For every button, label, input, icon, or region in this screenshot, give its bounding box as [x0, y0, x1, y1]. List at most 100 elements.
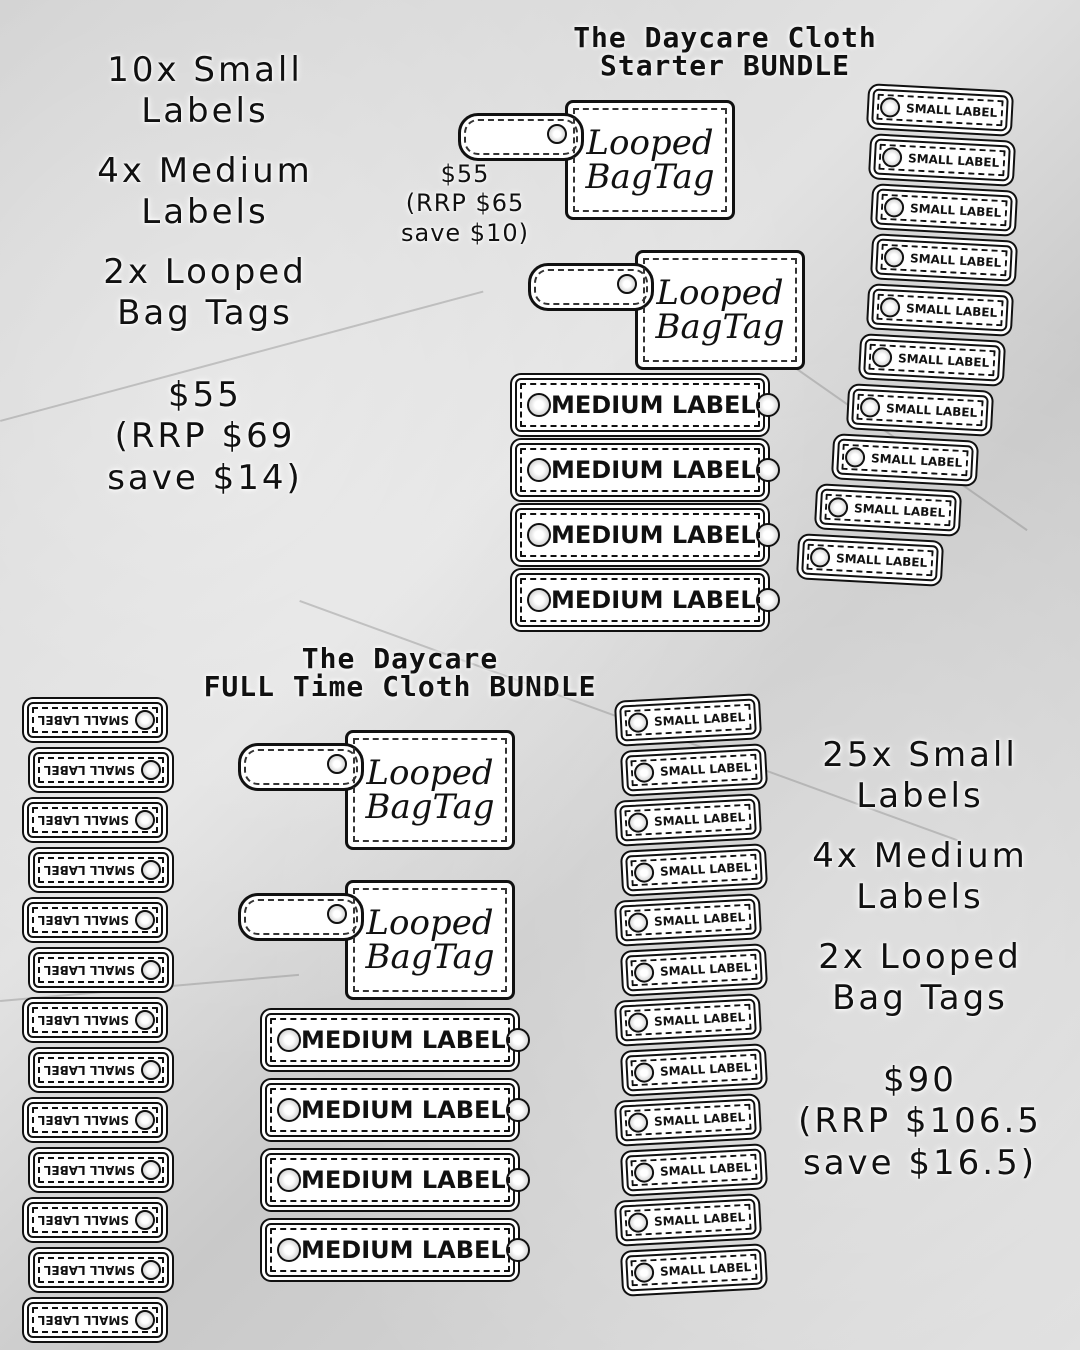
small-label: SMALL LABEL: [871, 288, 1009, 332]
medium-label: MEDIUM LABEL: [515, 508, 780, 562]
label-text: SMALL LABEL: [43, 1163, 135, 1177]
price: $90: [883, 1059, 957, 1100]
label-text: SMALL LABEL: [653, 910, 746, 929]
small-label: SMALL LABEL: [619, 798, 757, 842]
small-label: SMALL LABEL: [625, 848, 763, 892]
snap-icon: [527, 523, 551, 547]
snap-icon: [527, 458, 551, 482]
snap-icon: [505, 1028, 530, 1052]
snap-icon: [135, 910, 155, 930]
snap-icon: [883, 246, 905, 268]
label-text: SMALL LABEL: [659, 960, 752, 979]
snap-icon: [755, 523, 780, 547]
label-text: SMALL LABEL: [909, 201, 1002, 220]
label-text: SMALL LABEL: [853, 501, 946, 520]
tag-text: Looped: [366, 903, 494, 943]
snap-icon: [527, 588, 551, 612]
label-text: MEDIUM LABEL: [301, 1166, 506, 1194]
snap-icon: [505, 1098, 530, 1122]
label-text: MEDIUM LABEL: [551, 391, 756, 419]
snap-icon: [827, 496, 849, 518]
fulltime-title: The Daycare FULL Time Cloth BUNDLE: [190, 645, 610, 701]
rrp: (RRP $106.5: [798, 1101, 1042, 1142]
snap-icon: [527, 393, 551, 417]
label-text: SMALL LABEL: [37, 1313, 129, 1327]
small-label: SMALL LABEL: [33, 852, 169, 888]
save: save $16.5): [803, 1142, 1037, 1183]
label-text: SMALL LABEL: [37, 1213, 129, 1227]
text: Labels: [856, 776, 984, 817]
tag-loop: [238, 743, 364, 791]
text: 2x Looped: [103, 251, 307, 292]
price: $55: [440, 160, 490, 188]
snap-icon: [135, 1110, 155, 1130]
small-label: SMALL LABEL: [625, 1248, 763, 1292]
tag-loop: [238, 893, 364, 941]
snap-icon: [809, 546, 831, 568]
small-label: SMALL LABEL: [625, 1148, 763, 1192]
snap-icon: [633, 1162, 655, 1184]
snap-icon: [141, 1260, 161, 1280]
rrp: (RRP $69: [114, 416, 296, 457]
snap-icon: [141, 1160, 161, 1180]
title-line: The Daycare Cloth: [573, 21, 877, 54]
small-label: SMALL LABEL: [851, 388, 989, 432]
label-text: SMALL LABEL: [43, 1063, 135, 1077]
small-label: SMALL LABEL: [801, 538, 939, 582]
small-label: SMALL LABEL: [33, 952, 169, 988]
starter-title: The Daycare Cloth Starter BUNDLE: [560, 24, 890, 80]
snap-icon: [135, 1210, 155, 1230]
label-text: SMALL LABEL: [905, 101, 998, 120]
label-text: SMALL LABEL: [37, 1013, 129, 1027]
text: 10x Small: [107, 50, 303, 90]
small-label: SMALL LABEL: [27, 1302, 163, 1338]
medium-label: MEDIUM LABEL: [265, 1013, 530, 1067]
text: 25x Small: [822, 735, 1018, 775]
snap-icon: [141, 1060, 161, 1080]
small-label: SMALL LABEL: [33, 1152, 169, 1188]
medium-label: MEDIUM LABEL: [265, 1153, 530, 1207]
label-text: SMALL LABEL: [37, 813, 129, 827]
snap-icon: [755, 393, 780, 417]
label-text: SMALL LABEL: [653, 710, 746, 729]
snap-icon: [883, 196, 905, 218]
snap-icon: [627, 712, 649, 734]
tag-text: BagTag: [655, 307, 785, 347]
snap-icon: [844, 446, 866, 468]
label-text: MEDIUM LABEL: [301, 1096, 506, 1124]
small-label: SMALL LABEL: [33, 1052, 169, 1088]
snap-icon: [881, 146, 903, 168]
small-label: SMALL LABEL: [863, 338, 1001, 382]
label-text: SMALL LABEL: [43, 1263, 135, 1277]
text: Bag Tags: [117, 293, 293, 334]
snap-icon: [879, 96, 901, 118]
snap-icon: [633, 962, 655, 984]
title-line: The Daycare: [301, 642, 499, 675]
label-text: MEDIUM LABEL: [301, 1236, 506, 1264]
snap-icon: [141, 760, 161, 780]
snap-icon: [871, 346, 893, 368]
label-text: SMALL LABEL: [43, 763, 135, 777]
text: 4x Medium: [97, 150, 313, 191]
snap-icon: [327, 904, 347, 924]
small-label: SMALL LABEL: [625, 948, 763, 992]
small-label: SMALL LABEL: [27, 1002, 163, 1038]
snap-icon: [135, 710, 155, 730]
label-text: SMALL LABEL: [885, 401, 978, 420]
save: save $10): [401, 218, 529, 247]
snap-icon: [755, 588, 780, 612]
snap-icon: [135, 1310, 155, 1330]
text: Labels: [141, 192, 269, 233]
label-text: SMALL LABEL: [43, 963, 135, 977]
tag-text: Looped: [586, 123, 714, 163]
snap-icon: [755, 458, 780, 482]
tag-text: BagTag: [365, 937, 495, 977]
snap-icon: [547, 124, 567, 144]
label-text: MEDIUM LABEL: [551, 586, 756, 614]
label-text: SMALL LABEL: [653, 1010, 746, 1029]
